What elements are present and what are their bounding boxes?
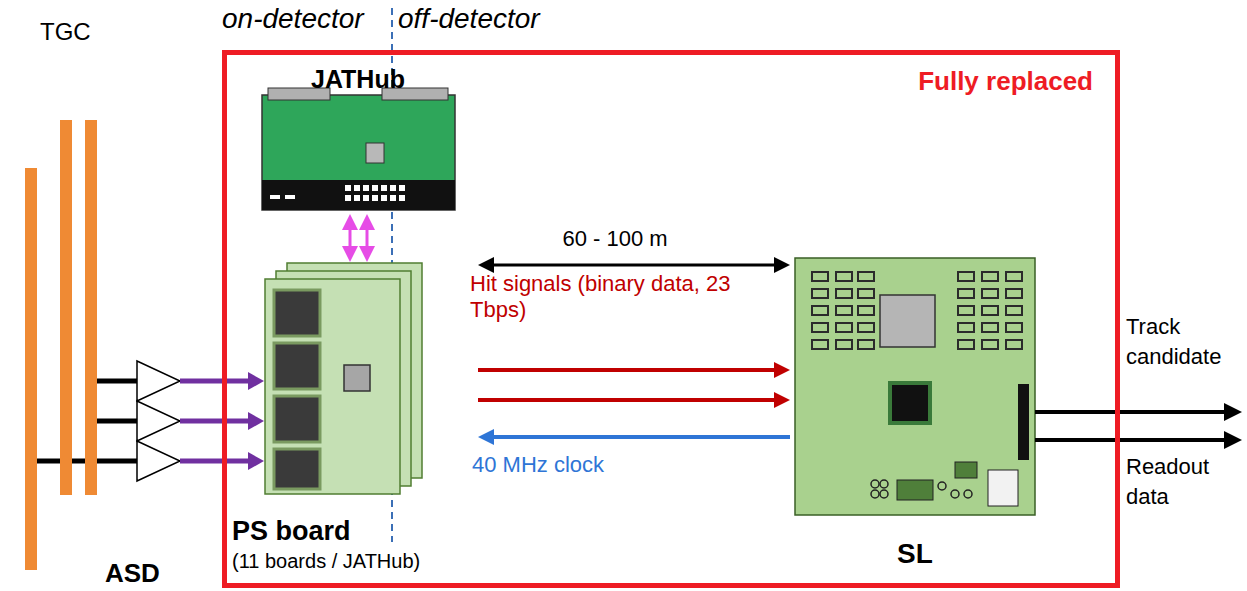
edge-label: Hit signals (binary data, 23 Tbps) xyxy=(470,271,740,324)
ps-board-stack xyxy=(265,263,422,494)
jathub-box: JATHub xyxy=(258,58,458,214)
node-note: (11 boards / JATHub) xyxy=(232,549,420,574)
asd-amplifiers xyxy=(37,361,264,481)
region-heading: on-detector xyxy=(222,0,364,38)
signal-arrow xyxy=(342,214,358,262)
output-label: Readout data xyxy=(1126,452,1244,511)
replaced-region: Fully replaced JATHub PS board(11 boards /… xyxy=(222,50,1120,588)
signal-arrow xyxy=(478,392,790,408)
node-title: PS board xyxy=(232,515,351,549)
part-name: TGC xyxy=(40,16,91,48)
jathub-board xyxy=(262,88,455,210)
ps-board-box: PS board(11 boards / JATHub) xyxy=(228,262,478,580)
ps-board-chips xyxy=(274,290,370,489)
node-title: Fully replaced xyxy=(918,65,1093,98)
signal-arrow xyxy=(478,429,790,445)
part-name: ASD xyxy=(105,556,160,591)
sl-board xyxy=(795,258,1035,515)
output-label: Track candidate xyxy=(1126,312,1244,371)
sl-box: SL xyxy=(790,255,1040,577)
node-title: JATHub xyxy=(311,64,405,95)
node-title: SL xyxy=(897,536,933,571)
signal-arrow xyxy=(478,257,790,273)
tgc-chambers xyxy=(25,120,97,570)
output-arrows xyxy=(1035,403,1242,449)
signal-arrow xyxy=(359,214,375,262)
edge-label: 60 - 100 m xyxy=(545,226,685,252)
edge-label: 40 MHz clock xyxy=(472,452,672,478)
signal-arrow xyxy=(478,362,790,378)
region-heading: off-detector xyxy=(398,0,540,38)
